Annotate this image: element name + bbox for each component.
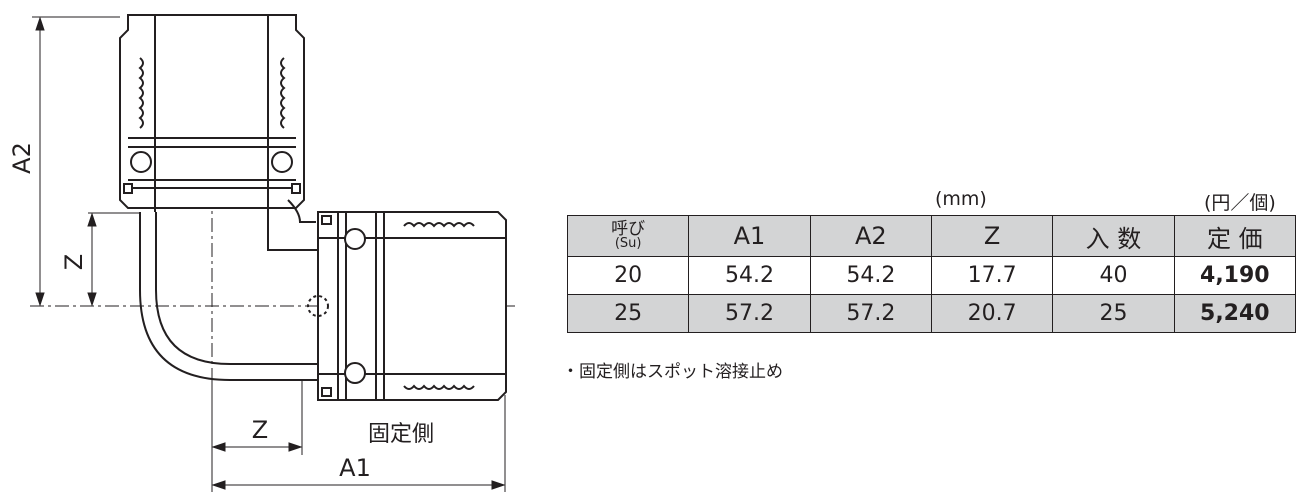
header-price: 定 価 (1173, 215, 1297, 257)
elbow-body (139, 199, 318, 381)
fixed-side-label: 固定側 (368, 422, 434, 447)
elbow-fitting-drawing: A2 Z Z A1 固定側 (8, 14, 515, 492)
header-nominal-sub: (Su) (614, 236, 642, 251)
header-nominal: 呼び (Su) (566, 215, 690, 257)
header-z: Z (930, 215, 1054, 257)
cell-a1: 54.2 (688, 256, 811, 295)
header-nominal-main: 呼び (611, 219, 646, 239)
horizontal-socket (307, 211, 507, 401)
cell-quantity: 25 (1052, 294, 1175, 333)
dim-z-horizontal-label: Z (252, 416, 268, 444)
unit-price-label: (円／個) (1204, 192, 1276, 214)
cell-z: 20.7 (930, 294, 1054, 333)
dim-a1-label: A1 (339, 454, 371, 482)
cell-a2: 57.2 (809, 294, 932, 333)
cell-a2: 54.2 (809, 256, 932, 295)
table-row: 20 54.2 54.2 17.7 40 4,190 (566, 256, 1297, 295)
spot-weld-note: ・固定側はスポット溶接止め (562, 362, 783, 382)
vertical-socket (119, 14, 305, 212)
table-row: 25 57.2 57.2 20.7 25 5,240 (566, 294, 1297, 333)
cell-price: 4,190 (1173, 256, 1297, 295)
unit-mm-label: (mm) (935, 188, 987, 210)
cell-price: 5,240 (1173, 294, 1297, 333)
cell-nominal: 20 (566, 256, 690, 295)
cell-a1: 57.2 (688, 294, 811, 333)
dim-a2-label: A2 (8, 142, 36, 174)
dimension-lines (32, 16, 506, 492)
cell-nominal: 25 (566, 294, 690, 333)
dim-z-vertical-label: Z (60, 254, 88, 270)
header-quantity: 入 数 (1052, 215, 1175, 257)
header-a2: A2 (809, 215, 932, 257)
table-header-row: 呼び (Su) A1 A2 Z 入 数 定 価 (566, 215, 1297, 257)
cell-z: 17.7 (930, 256, 1054, 295)
cell-quantity: 40 (1052, 256, 1175, 295)
header-a1: A1 (688, 215, 811, 257)
spec-table: 呼び (Su) A1 A2 Z 入 数 定 価 20 54.2 54.2 17.… (566, 215, 1297, 333)
